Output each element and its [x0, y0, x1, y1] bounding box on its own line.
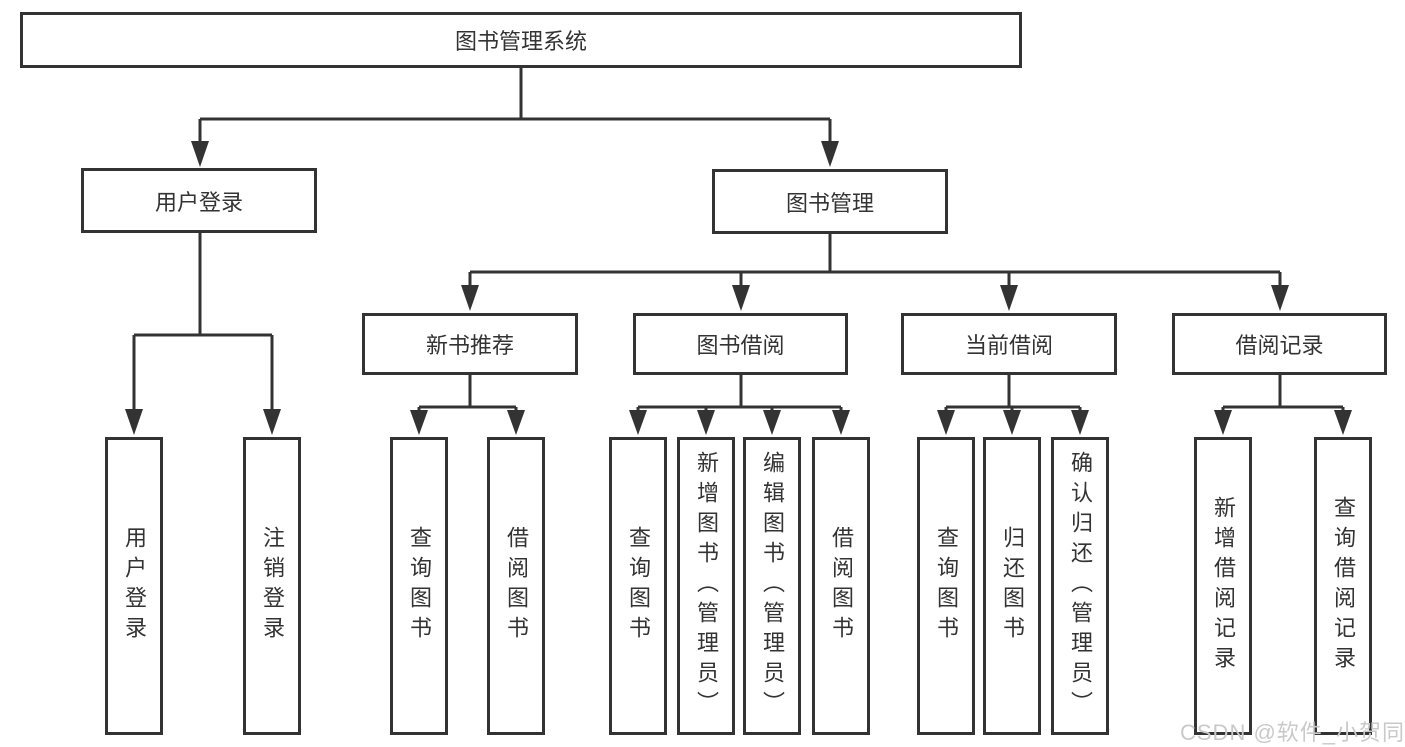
node-label: 图书借阅	[696, 333, 785, 358]
leaf-label: 查询图书	[934, 526, 959, 646]
node-new-book-recommendation: 新书推荐	[362, 313, 578, 375]
leaf-label: 确认归还（管理员）	[1068, 451, 1093, 721]
leaf-label: 归还图书	[1000, 526, 1025, 646]
leaf-query-borrow-record: 查询借阅记录	[1314, 437, 1372, 735]
leaf-label: 借阅图书	[504, 526, 529, 646]
watermark: CSDN @软件_小贺同学	[1180, 720, 1405, 745]
leaf-label: 编辑图书（管理员）	[760, 451, 785, 721]
node-borrowing-records: 借阅记录	[1172, 313, 1387, 375]
leaf-query-books-recommend: 查询图书	[390, 437, 448, 735]
leaf-label: 用户登录	[122, 526, 147, 646]
node-label: 用户登录	[154, 189, 243, 215]
node-current-borrowing: 当前借阅	[901, 313, 1117, 375]
leaf-query-books-borrow: 查询图书	[609, 437, 667, 735]
leaf-label: 查询借阅记录	[1331, 496, 1356, 676]
node-label: 新书推荐	[425, 333, 514, 358]
leaf-add-borrow-record: 新增借阅记录	[1194, 437, 1252, 735]
node-label: 当前借阅	[964, 333, 1053, 358]
node-book-management: 图书管理	[712, 169, 948, 234]
leaf-edit-books-admin: 编辑图书（管理员）	[743, 437, 801, 735]
leaf-user-login: 用户登录	[105, 437, 163, 735]
leaf-label: 借阅图书	[829, 526, 854, 646]
leaf-borrow-books: 借阅图书	[812, 437, 870, 735]
leaf-label: 查询图书	[626, 526, 651, 646]
leaf-label: 查询图书	[407, 526, 432, 646]
node-label: 借阅记录	[1235, 333, 1324, 358]
leaf-logout-login: 注销登录	[243, 437, 301, 735]
leaf-add-books-admin: 新增图书（管理员）	[677, 437, 735, 735]
leaf-borrow-books-recommend: 借阅图书	[487, 437, 545, 735]
leaf-confirm-return-admin: 确认归还（管理员）	[1051, 437, 1109, 735]
leaf-query-books-current: 查询图书	[917, 437, 975, 735]
node-user-login: 用户登录	[81, 168, 317, 233]
leaf-label: 新增借阅记录	[1211, 496, 1236, 676]
leaf-label: 注销登录	[260, 526, 285, 646]
node-label: 图书管理	[785, 190, 874, 216]
node-library-management-system: 图书管理系统	[20, 12, 1022, 68]
node-book-borrowing: 图书借阅	[633, 313, 848, 375]
node-label: 图书管理系统	[454, 29, 587, 54]
leaf-return-books: 归还图书	[983, 437, 1041, 735]
leaf-label: 新增图书（管理员）	[694, 451, 719, 721]
